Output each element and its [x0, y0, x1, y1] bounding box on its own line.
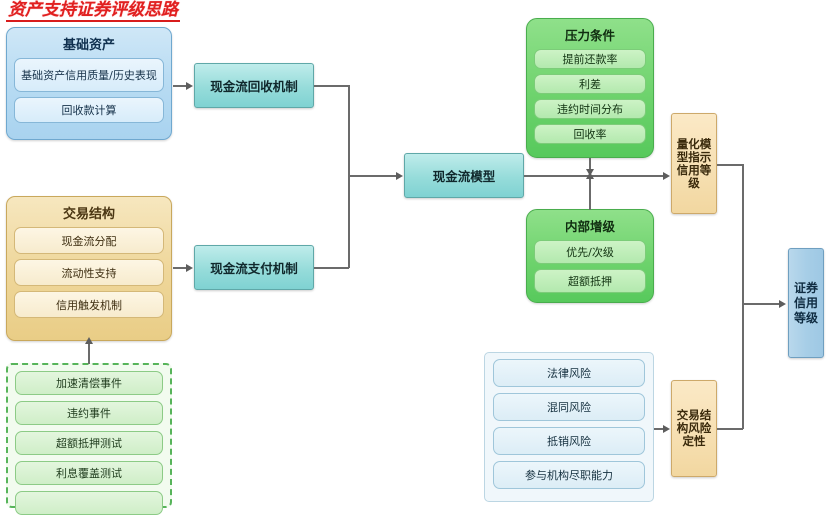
group-internal-enhancement: 内部增级 优先/次级 超额抵押 [526, 209, 654, 303]
connector-structure-to-payment [173, 267, 187, 269]
chip-prepayment-rate[interactable]: 提前还款率 [534, 49, 646, 69]
connector-stress-to-bus [589, 158, 591, 176]
chip-overcollateralization-test[interactable]: 超额抵押测试 [15, 431, 163, 455]
group-stress-conditions: 压力条件 提前还款率 利差 违约时间分布 回收率 [526, 18, 654, 158]
arrow-structure-to-payment [186, 263, 193, 272]
box-cashflow-model[interactable]: 现金流模型 [404, 153, 524, 198]
chip-recovery-rate[interactable]: 回收率 [534, 124, 646, 144]
connector-risks-to-structurerisk [654, 428, 666, 430]
page-title: 资产支持证券评级思路 [6, 0, 180, 22]
arrow-enhancement-to-bus [585, 172, 594, 179]
chip-base-asset-credit-quality[interactable]: 基础资产信用质量/历史表现 [14, 58, 164, 92]
chip-interest-spread[interactable]: 利差 [534, 74, 646, 94]
chip-default-event[interactable]: 违约事件 [15, 401, 163, 425]
arrow-triggers-to-structure [84, 337, 93, 344]
connector-payment-right [314, 267, 349, 269]
connector-enhancement-to-bus [589, 175, 591, 210]
arrow-base-to-recovery [186, 81, 193, 90]
chip-interest-coverage-test[interactable]: 利息覆盖测试 [15, 461, 163, 485]
chip-commingling-risk[interactable]: 混同风险 [493, 393, 645, 421]
connector-model-to-rightbus [524, 175, 666, 177]
connector-bus-to-model [348, 175, 396, 177]
box-structure-risk-qualitative[interactable]: 交易结构风险定性 [671, 380, 717, 477]
chip-recovery-calculation[interactable]: 回收款计算 [14, 97, 164, 123]
chip-default-time-distribution[interactable]: 违约时间分布 [534, 99, 646, 119]
arrow-bus-to-rating [779, 299, 786, 308]
connector-merge-bus-left [348, 85, 350, 268]
box-cash-payment-mechanism[interactable]: 现金流支付机制 [194, 245, 314, 290]
arrow-model-to-quant [663, 171, 670, 180]
arrow-risks-to-structurerisk [663, 424, 670, 433]
chip-overcollateralization[interactable]: 超额抵押 [534, 269, 646, 293]
box-security-credit-rating[interactable]: 证券信用等级 [788, 248, 824, 358]
chip-trigger-event-extra[interactable] [15, 491, 163, 515]
box-cash-recovery-mechanism[interactable]: 现金流回收机制 [194, 63, 314, 108]
arrow-bus-to-model [396, 171, 403, 180]
chip-setoff-risk[interactable]: 抵销风险 [493, 427, 645, 455]
connector-merge-bus-right [742, 164, 744, 429]
connector-structurerisk-right [717, 428, 743, 430]
chip-legal-risk[interactable]: 法律风险 [493, 359, 645, 387]
chip-accelerated-repayment-event[interactable]: 加速清偿事件 [15, 371, 163, 395]
group-base-assets: 基础资产 基础资产信用质量/历史表现 回收款计算 [6, 27, 172, 140]
chip-liquidity-support[interactable]: 流动性支持 [14, 259, 164, 286]
chip-cashflow-allocation[interactable]: 现金流分配 [14, 227, 164, 254]
chip-credit-trigger-mechanism[interactable]: 信用触发机制 [14, 291, 164, 318]
connector-base-to-recovery [173, 85, 187, 87]
chip-senior-subordinate[interactable]: 优先/次级 [534, 240, 646, 264]
connector-recovery-right [314, 85, 349, 87]
group-internal-enhancement-header: 内部增级 [564, 219, 615, 234]
connector-triggers-to-structure [88, 342, 90, 364]
connector-quant-right [717, 164, 743, 166]
connector-bus-to-rating [742, 303, 780, 305]
group-qualitative-risks: 法律风险 混同风险 抵销风险 参与机构尽职能力 [484, 352, 654, 502]
chip-participant-diligence-capability[interactable]: 参与机构尽职能力 [493, 461, 645, 489]
group-transaction-structure-header: 交易结构 [62, 207, 115, 222]
box-quant-model-rating[interactable]: 量化模型指示信用等级 [671, 113, 717, 214]
diagram-canvas: 资产支持证券评级思路 基础资产 基础资产信用质量/历史表现 回收款计算 交易结构… [6, 0, 824, 515]
group-stress-conditions-header: 压力条件 [564, 28, 615, 43]
group-transaction-structure: 交易结构 现金流分配 流动性支持 信用触发机制 [6, 196, 172, 341]
group-base-assets-header: 基础资产 [62, 38, 115, 53]
group-trigger-events: 加速清偿事件 违约事件 超额抵押测试 利息覆盖测试 [6, 363, 172, 515]
